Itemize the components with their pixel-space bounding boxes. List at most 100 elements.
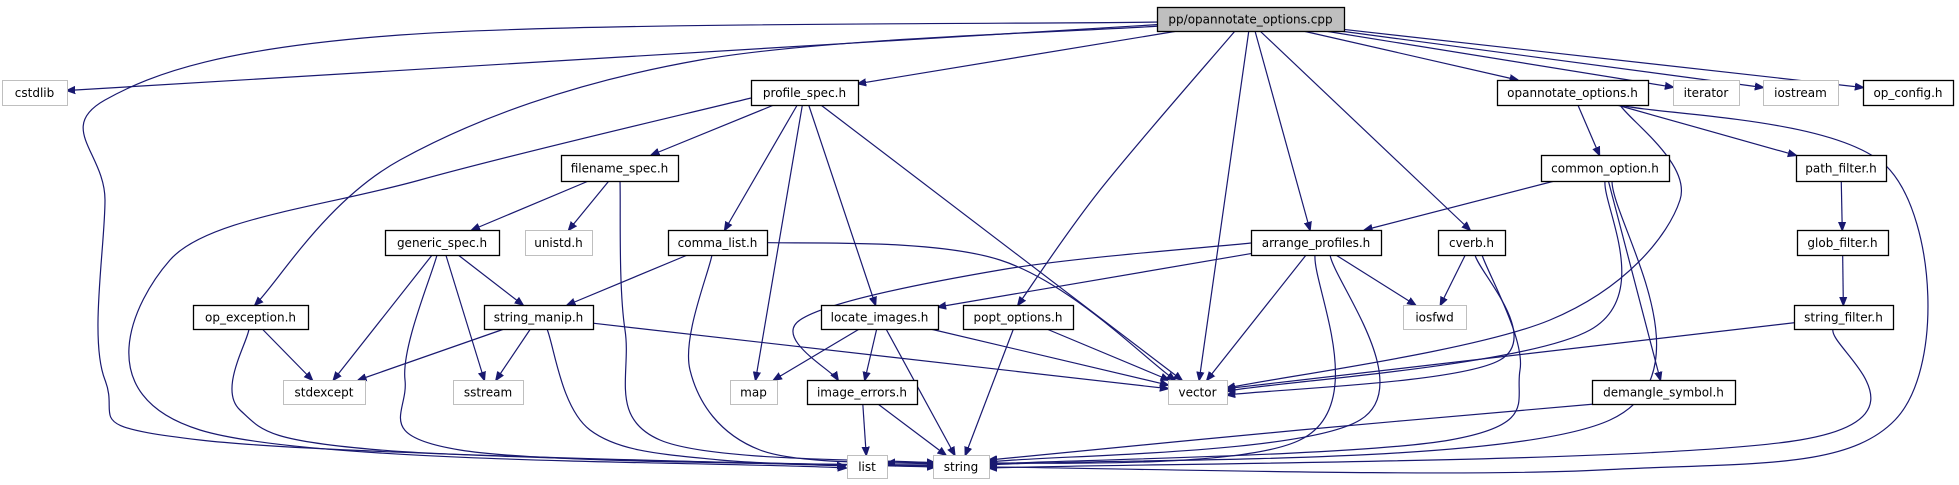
- edge-arrange-profiles-to-locate-images: [938, 253, 1252, 307]
- node-box: [384, 229, 501, 257]
- edge-demangle-symbol-to-string: [989, 403, 1596, 460]
- node-box: [730, 380, 778, 405]
- edge-root-to-popt-options: [1018, 30, 1236, 305]
- node-stdexcept: stdexcept: [283, 380, 366, 405]
- node-box: [847, 455, 888, 479]
- node-label: iostream: [1774, 86, 1827, 100]
- node-profile-spec[interactable]: profile_spec.h: [750, 79, 860, 107]
- node-root[interactable]: pp/opannotate_options.cpp: [1156, 6, 1346, 33]
- node-box: [750, 79, 860, 107]
- node-cstdlib: cstdlib: [2, 80, 68, 106]
- node-map: map: [730, 380, 778, 405]
- node-label: path_filter.h: [1805, 162, 1877, 176]
- node-popt-options[interactable]: popt_options.h: [962, 304, 1075, 331]
- node-box: [1540, 154, 1671, 183]
- edge-arrange-profiles-to-string: [989, 254, 1381, 462]
- edge-op-exception-to-stdexcept: [261, 328, 312, 380]
- node-op-config[interactable]: op_config.h: [1862, 79, 1955, 107]
- edge-filename-spec-to-unistd: [569, 180, 610, 230]
- node-string: string: [933, 455, 990, 479]
- edge-profile-spec-to-comma-list: [725, 104, 798, 230]
- node-label: cstdlib: [15, 86, 54, 100]
- node-box: [1793, 304, 1895, 331]
- edge-filename-spec-to-string: [619, 180, 935, 463]
- node-label: op_exception.h: [205, 311, 296, 325]
- node-op-exception[interactable]: op_exception.h: [192, 304, 310, 331]
- edge-profile-spec-to-filename-spec: [651, 104, 775, 155]
- edge-common-option-to-arrange-profiles: [1364, 180, 1555, 230]
- edge-cverb-to-iosfwd: [1440, 254, 1466, 305]
- node-label: locate_images.h: [831, 311, 929, 325]
- node-comma-list[interactable]: comma_list.h: [667, 229, 769, 257]
- node-label: iterator: [1684, 86, 1729, 100]
- edge-opannotate-options-h-to-string: [989, 104, 1929, 474]
- node-label: unistd.h: [534, 236, 583, 250]
- node-filename-spec[interactable]: filename_spec.h: [560, 154, 680, 183]
- edge-comma-list-to-string-manip: [567, 254, 688, 305]
- node-box: [1673, 80, 1740, 106]
- edge-comma-list-to-vector: [744, 241, 1175, 380]
- edge-string-manip-to-vector: [592, 322, 1168, 388]
- edge-cverb-to-vector: [1227, 254, 1515, 395]
- node-label: vector: [1178, 386, 1216, 400]
- edge-popt-options-to-vector: [1046, 328, 1169, 380]
- node-label: common_option.h: [1551, 162, 1659, 176]
- node-common-option[interactable]: common_option.h: [1540, 154, 1671, 183]
- edge-profile-spec-to-list: [128, 97, 846, 468]
- node-label: filename_spec.h: [571, 162, 669, 176]
- node-cverb[interactable]: cverb.h: [1437, 229, 1507, 257]
- node-label: string_filter.h: [1804, 311, 1883, 325]
- edge-locate-images-to-image-errors: [865, 328, 878, 380]
- node-sstream: sstream: [453, 380, 524, 405]
- edge-common-option-to-demangle-symbol: [1607, 180, 1660, 380]
- node-box: [1862, 79, 1955, 107]
- edge-generic-spec-to-stdexcept: [333, 254, 433, 380]
- edge-profile-spec-to-vector: [820, 104, 1182, 380]
- node-label: map: [740, 386, 767, 400]
- node-box: [820, 304, 940, 331]
- node-box: [192, 304, 310, 331]
- edge-root-to-iterator: [1324, 30, 1673, 87]
- edge-popt-options-to-string: [965, 328, 1014, 455]
- node-label: demangle_symbol.h: [1603, 386, 1724, 400]
- node-image-errors[interactable]: image_errors.h: [806, 379, 919, 406]
- node-box: [453, 380, 524, 405]
- node-label: list: [858, 460, 876, 474]
- node-path-filter[interactable]: path_filter.h: [1795, 154, 1888, 183]
- node-box: [525, 230, 593, 256]
- edge-root-to-op-config: [1343, 28, 1863, 87]
- edge-string-filter-to-vector: [1227, 322, 1795, 389]
- edge-generic-spec-to-string: [399, 254, 935, 466]
- node-string-manip[interactable]: string_manip.h: [483, 304, 595, 331]
- edge-glob-filter-to-string-filter: [1843, 254, 1844, 305]
- node-opannotate-options-h[interactable]: opannotate_options.h: [1496, 79, 1650, 107]
- edge-root-to-profile-spec: [858, 30, 1178, 84]
- edges-layer: [67, 21, 1929, 474]
- node-string-filter[interactable]: string_filter.h: [1793, 304, 1895, 331]
- node-iosfwd: iosfwd: [1403, 305, 1467, 330]
- node-box: [933, 455, 990, 479]
- node-box: [1796, 229, 1890, 257]
- edge-generic-spec-to-string-manip: [457, 254, 523, 305]
- node-box: [806, 379, 919, 406]
- edge-opannotate-options-h-to-common-option: [1577, 104, 1600, 155]
- edge-locate-images-to-vector: [930, 328, 1168, 385]
- node-box: [483, 304, 595, 331]
- edge-path-filter-to-glob-filter: [1841, 180, 1842, 230]
- node-generic-spec[interactable]: generic_spec.h: [384, 229, 501, 257]
- edge-common-option-to-vector: [1227, 180, 1623, 391]
- edge-arrange-profiles-to-image-errors: [792, 242, 1252, 380]
- node-demangle-symbol[interactable]: demangle_symbol.h: [1591, 379, 1737, 406]
- edge-profile-spec-to-locate-images: [808, 104, 876, 305]
- node-arrange-profiles[interactable]: arrange_profiles.h: [1250, 229, 1383, 257]
- node-unistd: unistd.h: [525, 230, 593, 256]
- node-label: image_errors.h: [817, 386, 907, 400]
- edge-arrange-profiles-to-iosfwd: [1335, 254, 1416, 305]
- node-locate-images[interactable]: locate_images.h: [820, 304, 940, 331]
- edge-op-exception-to-string: [231, 328, 935, 467]
- node-glob-filter[interactable]: glob_filter.h: [1796, 229, 1890, 257]
- node-box: [1250, 229, 1383, 257]
- edge-image-errors-to-list: [863, 403, 866, 455]
